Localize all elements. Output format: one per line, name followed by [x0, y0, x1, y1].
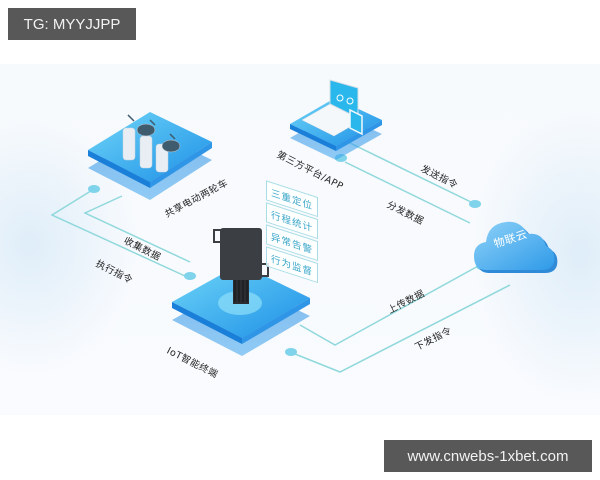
watermark-top-left: TG: MYYJJPP: [8, 8, 136, 40]
ebike-icon: [122, 114, 181, 173]
laptop-phone-icon: [301, 79, 363, 137]
connector-lines: [50, 142, 511, 373]
feature-list: 三重定位 行程统计 异常告警 行为监督: [266, 180, 326, 299]
connector-dots: [88, 154, 488, 356]
iot-device-icon: [213, 228, 269, 304]
watermark-bottom-right: www.cnwebs-1xbet.com: [384, 440, 592, 472]
cloud-icon: [474, 221, 558, 273]
